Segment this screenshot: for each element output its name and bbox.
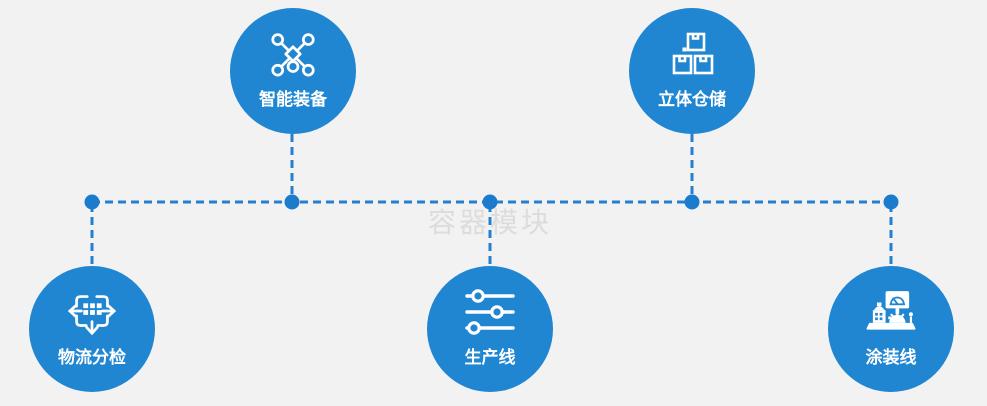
painting-machine-icon (862, 286, 920, 338)
node-label: 生产线 (464, 348, 516, 367)
node-label: 立体仓储 (658, 90, 726, 109)
node-label: 智能装备 (259, 90, 327, 109)
node-logistics-sorting[interactable]: 物流分检 (29, 266, 155, 392)
watermark-text: 容器模块 (427, 207, 553, 238)
node-label: 涂装线 (865, 348, 917, 367)
node-intelligent-equipment[interactable]: 智能装备 (230, 8, 356, 134)
sliders-icon (464, 286, 516, 338)
node-painting-line[interactable]: 涂装线 (828, 266, 954, 392)
network-nodes-icon (266, 28, 320, 80)
junction-dot (684, 194, 700, 210)
node-stereo-warehouse[interactable]: 立体仓储 (629, 8, 755, 134)
sorting-arrows-icon (65, 286, 119, 338)
stacked-boxes-icon (668, 28, 716, 80)
junction-dot (284, 194, 300, 210)
junction-dot (482, 194, 498, 210)
junction-dot (883, 194, 899, 210)
junction-dot (84, 194, 100, 210)
node-production-line[interactable]: 生产线 (427, 266, 553, 392)
node-label: 物流分检 (58, 348, 126, 367)
